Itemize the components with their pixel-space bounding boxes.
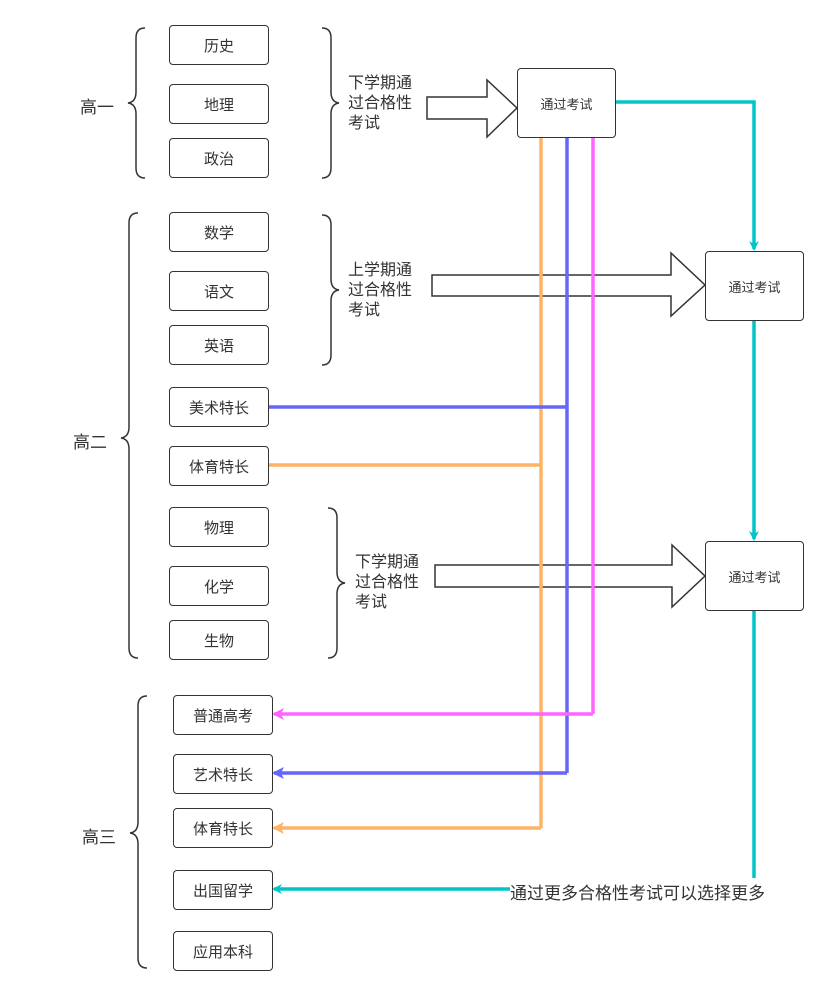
outcome-art-specialty: 艺术特长 (173, 754, 273, 794)
brace-grade2 (120, 212, 139, 659)
footnote-more-options: 通过更多合格性考试可以选择更多 (510, 879, 765, 904)
exam-box-2: 通过考试 (705, 251, 804, 321)
brace-g1-subjects (321, 27, 340, 179)
subject-geography: 地理 (169, 84, 269, 124)
block-arrow-3 (434, 543, 707, 609)
note-g2-first-term: 上学期通 过合格性 考试 (348, 260, 413, 319)
grade-label-3: 高三 (82, 828, 116, 848)
subject-chinese: 语文 (169, 271, 269, 311)
subject-physics: 物理 (169, 507, 269, 547)
exam-box-3: 通过考试 (705, 541, 804, 611)
outcome-applied-undergrad: 应用本科 (173, 931, 273, 971)
note-g2-second-term: 下学期通 过合格性 考试 (355, 552, 420, 611)
subject-english: 英语 (169, 325, 269, 365)
brace-grade1 (127, 27, 146, 179)
brace-g2-core-subjects (321, 214, 340, 366)
outcome-regular-gaokao: 普通高考 (173, 695, 273, 735)
brace-g2-science-subjects (327, 507, 346, 659)
subject-sports-specialty: 体育特长 (169, 446, 269, 486)
brace-grade3 (129, 695, 148, 969)
connector-exam1-to-exam2 (616, 100, 759, 251)
subject-chemistry: 化学 (169, 566, 269, 606)
subject-math: 数学 (169, 212, 269, 252)
block-arrow-1 (426, 78, 519, 139)
outcome-study-abroad: 出国留学 (173, 870, 273, 910)
grade-label-1: 高一 (80, 98, 114, 118)
subject-art-specialty: 美术特长 (169, 387, 269, 427)
grade-label-2: 高二 (73, 433, 107, 453)
subject-politics: 政治 (169, 138, 269, 178)
note-g1-second-term: 下学期通 过合格性 考试 (348, 73, 413, 132)
subject-history: 历史 (169, 25, 269, 65)
subject-biology: 生物 (169, 620, 269, 660)
outcome-sports-specialty: 体育特长 (173, 808, 273, 848)
exam-box-1: 通过考试 (517, 68, 616, 138)
